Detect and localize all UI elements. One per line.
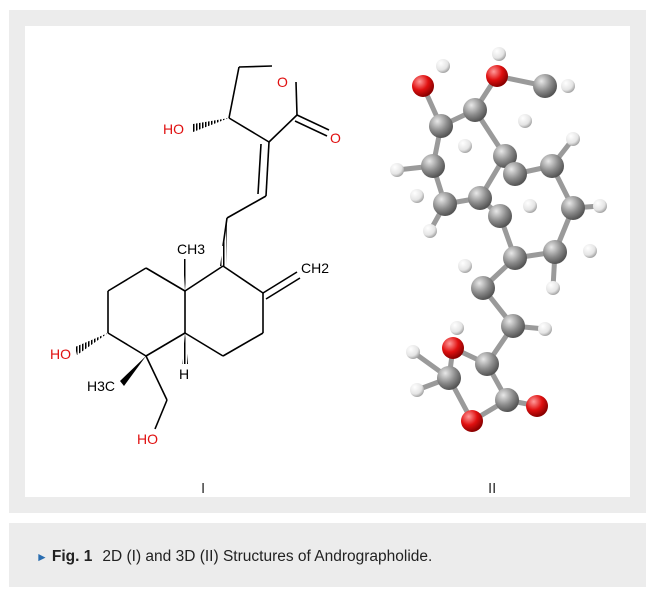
label-methylene: CH2	[301, 260, 329, 276]
caption-text: 2D (I) and 3D (II) Structures of Androgr…	[102, 548, 433, 565]
caption-arrow-icon: ►	[36, 550, 48, 564]
label-ring-oxygen: O	[277, 74, 288, 90]
label-hydroxyl-bottom: HO	[137, 431, 158, 447]
label-hydrogen: H	[179, 366, 189, 382]
figure-number: Fig. 1	[51, 548, 93, 565]
bonds-3d	[394, 73, 603, 424]
structure-2d: O O HO CH3 CH2 HO H3C H HO	[50, 65, 341, 447]
figure-caption: ►Fig. 1 2D (I) and 3D (II) Structures of …	[36, 548, 432, 566]
hash-bond-ho-left	[75, 333, 108, 355]
hash-bond-ho-top	[193, 118, 229, 132]
hash-bond-h	[182, 333, 188, 364]
label-hydroxyl-top: HO	[163, 121, 184, 137]
label-structure-i: I	[201, 480, 206, 497]
hash-bond-chain	[220, 218, 227, 266]
label-methyl-top: CH3	[177, 241, 205, 257]
atoms-3d	[390, 47, 607, 432]
caption-bar: ►Fig. 1 2D (I) and 3D (II) Structures of …	[9, 523, 646, 587]
label-hydroxyl-left: HO	[50, 346, 71, 362]
label-carbonyl-oxygen: O	[330, 130, 341, 146]
wedge-bond-methyl	[120, 356, 146, 386]
label-structure-ii: II	[488, 480, 497, 497]
bonds-2d	[107, 65, 330, 430]
structure-3d	[390, 47, 607, 432]
label-methyl-bottom: H3C	[87, 378, 115, 394]
hash-bond-methyl	[183, 259, 187, 291]
figure-panel: O O HO CH3 CH2 HO H3C H HO	[25, 26, 630, 497]
figure-frame: O O HO CH3 CH2 HO H3C H HO	[9, 10, 646, 513]
